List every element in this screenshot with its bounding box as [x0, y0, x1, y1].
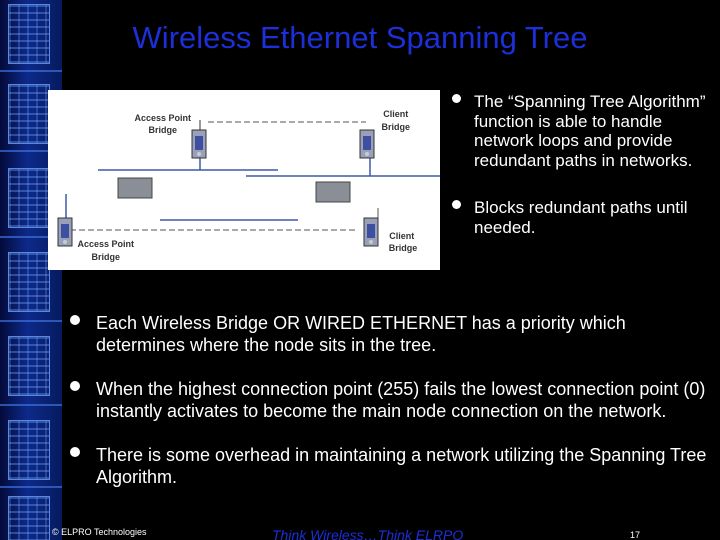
circuit-chip-graphic: [8, 336, 50, 396]
bridge-device-icon: [359, 129, 375, 159]
circuit-chip-graphic: [8, 252, 50, 312]
circuit-chip-graphic: [8, 84, 50, 144]
circuit-trace: [0, 486, 62, 488]
bridge-device-icon: [191, 120, 207, 159]
list-item: The “Spanning Tree Algorithm” function i…: [448, 92, 710, 170]
bullet-icon: [70, 381, 80, 391]
footer-tagline: Think Wireless…Think ELRPO: [272, 527, 464, 540]
label-client-top: Bridge: [381, 122, 410, 132]
footer-copyright: © ELPRO Technologies: [52, 527, 147, 537]
decorative-circuit-strip: [0, 0, 62, 540]
circuit-trace: [0, 320, 62, 322]
bullet-icon: [452, 94, 461, 103]
bullet-text: Each Wireless Bridge OR WIRED ETHERNET h…: [96, 313, 626, 355]
label-access-point-top: Access Point: [134, 113, 191, 123]
circuit-trace: [0, 236, 62, 238]
main-bullet-list: Each Wireless Bridge OR WIRED ETHERNET h…: [62, 312, 712, 510]
label-access-point-bottom: Access Point: [77, 239, 134, 249]
page-number: 17: [630, 530, 641, 540]
hub-icon: [315, 181, 351, 203]
list-item: Blocks redundant paths until needed.: [448, 198, 710, 237]
svg-text:Access Point Bridge: Access Point Bridge Client Bridge Access…: [77, 109, 417, 262]
hub-icon: [117, 177, 153, 199]
network-diagram: Access Point Bridge Client Bridge Access…: [48, 90, 440, 270]
label-client-bottom: Client: [389, 231, 414, 241]
bullet-text: When the highest connection point (255) …: [96, 379, 706, 421]
slide-title: Wireless Ethernet Spanning Tree: [132, 20, 588, 55]
bullet-text: Blocks redundant paths until needed.: [474, 198, 688, 237]
network-diagram-svg: Access Point Bridge Client Bridge Access…: [57, 109, 440, 262]
bullet-icon: [70, 315, 80, 325]
circuit-chip-graphic: [8, 168, 50, 228]
bridge-device-icon: [57, 217, 73, 247]
label-access-point-bottom: Bridge: [91, 252, 120, 262]
label-client-top: Client: [383, 109, 408, 119]
circuit-trace: [0, 404, 62, 406]
list-item: Each Wireless Bridge OR WIRED ETHERNET h…: [62, 312, 712, 356]
bridge-device-icon: [363, 217, 379, 247]
label-access-point-top: Bridge: [148, 125, 177, 135]
bullet-text: There is some overhead in maintaining a …: [96, 445, 707, 487]
bullet-icon: [452, 200, 461, 209]
bullet-icon: [70, 447, 80, 457]
circuit-trace: [0, 70, 62, 72]
label-client-bottom: Bridge: [389, 243, 418, 253]
bullet-text: The “Spanning Tree Algorithm” function i…: [474, 92, 706, 170]
circuit-chip-graphic: [8, 4, 50, 64]
list-item: There is some overhead in maintaining a …: [62, 444, 712, 488]
circuit-chip-graphic: [8, 420, 50, 480]
circuit-trace: [0, 150, 62, 152]
right-bullet-list: The “Spanning Tree Algorithm” function i…: [448, 92, 710, 265]
list-item: When the highest connection point (255) …: [62, 378, 712, 422]
circuit-chip-graphic: [8, 496, 50, 540]
